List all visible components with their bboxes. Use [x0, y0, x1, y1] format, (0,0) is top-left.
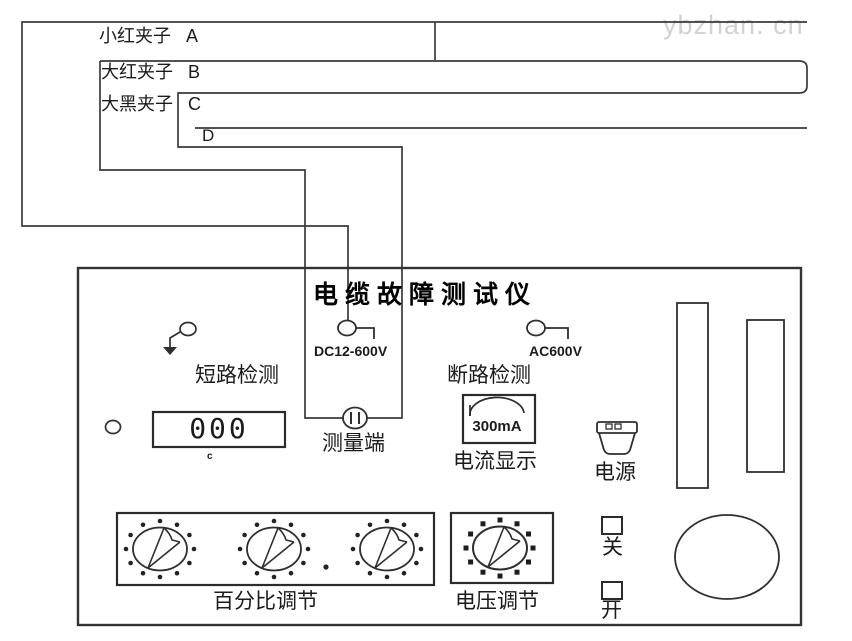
percent-knob-box [115, 511, 436, 587]
measure-terminal[interactable] [342, 406, 368, 430]
handle-slot-left [676, 302, 709, 489]
ac-terminal-hook [545, 327, 569, 339]
meter-range-value: 300mA [472, 418, 522, 435]
power-plug-icon[interactable] [596, 421, 638, 455]
voltage-knob-box [449, 511, 555, 585]
clip-c-label: 大黑夹子 C [101, 94, 202, 114]
dc-terminal-hook [356, 327, 375, 339]
switch-off-checkbox[interactable] [601, 516, 623, 535]
ac-terminal-circle [526, 319, 546, 337]
percent-adjust-label: 百分比调节 [213, 590, 318, 613]
current-display-label: 电流显示 [453, 450, 537, 473]
power-label: 电源 [594, 461, 636, 484]
wire-b-c-loop [100, 60, 808, 419]
ac-terminal-label: AC600V [529, 343, 582, 359]
dc-terminal-label: DC12-600V [314, 343, 388, 359]
percent-knob-3[interactable] [351, 519, 424, 580]
ground-icon [169, 331, 181, 347]
open-circuit-detect-label: 断路检测 [447, 364, 531, 387]
indicator-light [104, 419, 122, 435]
dc-terminal[interactable] [337, 319, 375, 340]
wire-b-to-panel [99, 61, 343, 419]
measure-terminal-label: 测量端 [322, 432, 385, 455]
dc-terminal-circle [337, 319, 357, 337]
percent-knob-2[interactable] [238, 519, 311, 580]
digital-display-value: 000 [189, 412, 249, 446]
meter-arc-icon [469, 396, 525, 417]
measure-terminal-circle [342, 406, 368, 430]
tester-panel-outline [76, 266, 803, 627]
switch-on-checkbox[interactable] [601, 581, 623, 600]
clip-a-label: 小红夹子 A [99, 26, 199, 46]
handle-slot-right [746, 319, 785, 473]
ground-icon-tip [163, 347, 177, 355]
wiring-diagram [21, 21, 808, 419]
display-unit-mark: c [207, 451, 213, 462]
ac-terminal[interactable] [526, 319, 569, 340]
voltage-adjust-label: 电压调节 [455, 590, 539, 613]
ground-terminal-circle [179, 321, 197, 337]
current-meter [461, 393, 537, 445]
watermark: ybzhan. cn [663, 10, 804, 40]
percent-knob-1[interactable] [124, 519, 197, 580]
voltage-knob[interactable] [464, 518, 536, 579]
panel-title: 电缆故障测试仪 [313, 281, 538, 309]
short-circuit-detect-label: 短路检测 [195, 364, 279, 387]
conductor-d-label: D [202, 126, 215, 145]
switch-on-label: 开 [601, 599, 622, 622]
ground-terminal[interactable] [163, 321, 197, 356]
clip-b-label: 大红夹子 B [101, 62, 201, 82]
separator-dot [323, 564, 329, 570]
wire-a [21, 21, 807, 320]
switch-off-label: 关 [602, 536, 623, 559]
speaker-ellipse [674, 514, 780, 600]
display-window [151, 410, 287, 449]
measure-terminal-pins [350, 412, 360, 424]
